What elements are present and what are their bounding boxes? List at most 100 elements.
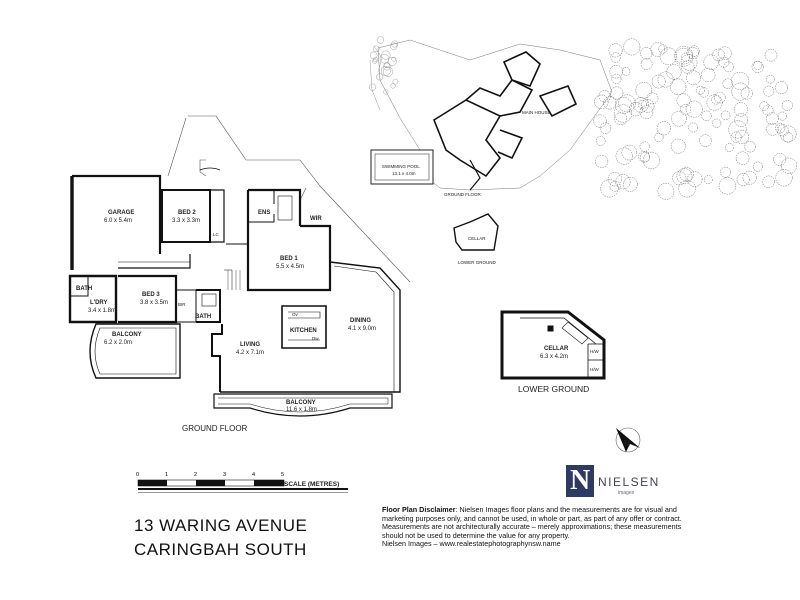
tree-icon (740, 87, 753, 100)
site-plan (369, 39, 613, 191)
bath1-label: BATH (76, 286, 92, 292)
garage-dim: 6.0 x 5.4m (104, 218, 132, 224)
disclaimer-title: Floor Plan Disclaimer (382, 505, 456, 514)
tree-icon (686, 46, 699, 60)
shrub-icon (372, 58, 378, 64)
bir-label: BIR (178, 302, 186, 307)
lower-ground-title: LOWER GROUND (518, 384, 589, 394)
bed1-dim: 5.5 x 4.5m (276, 264, 304, 270)
shrub-icon (370, 51, 378, 60)
garage-label: GARAGE (108, 210, 134, 216)
tree-icon (701, 110, 712, 121)
north-arrow-icon: N (615, 427, 641, 453)
tree-icon (775, 123, 786, 134)
site-trees (369, 36, 798, 200)
tree-icon (728, 120, 747, 139)
tree-icon (731, 71, 750, 91)
tree-icon (718, 46, 732, 60)
tree-icon (753, 60, 763, 70)
tree-icon (751, 60, 764, 73)
tree-icon (618, 94, 636, 113)
tree-icon (594, 94, 609, 110)
shrub-icon (376, 73, 384, 81)
bed1-label: BED 1 (280, 256, 298, 262)
svg-text:N: N (624, 439, 630, 448)
tree-icon (609, 65, 623, 79)
hw2-label: H/W (590, 367, 600, 372)
pool-dim: 13.1 x 4.0m (392, 171, 416, 176)
nielsen-logo: N NIELSEN images (558, 463, 668, 501)
ens-label: ENS (258, 210, 270, 216)
tree-icon (736, 173, 750, 186)
floor-plan-disclaimer: Floor Plan Disclaimer: Nielsen Images fl… (382, 505, 682, 549)
shrub-icon (381, 50, 391, 60)
tree-icon (775, 169, 793, 187)
tree-icon (640, 99, 655, 113)
tree-icon (621, 67, 631, 76)
tree-icon (714, 91, 726, 104)
kitchen-label: KITCHEN (290, 328, 317, 334)
tree-icon (672, 171, 687, 186)
cellar-dim: 6.3 x 4.2m (540, 354, 568, 360)
tree-icon (765, 74, 775, 84)
shrub-icon (391, 40, 399, 48)
tree-icon (615, 174, 631, 190)
shrub-icon (380, 66, 391, 76)
tree-icon (678, 180, 696, 198)
shrub-icon (369, 83, 377, 91)
bed2-dim: 3.3 x 3.3m (172, 218, 200, 224)
tree-icon (762, 175, 775, 188)
balcony2-label: BALCONY (286, 400, 316, 406)
tree-icon (699, 134, 712, 147)
logo-sub: images (618, 490, 635, 496)
scale-tick-label: 2 (194, 472, 197, 478)
tree-icon (609, 180, 621, 192)
tree-icon (725, 143, 734, 152)
tree-icon (730, 131, 742, 143)
pool-label: SWIMMING POOL (382, 164, 420, 169)
lower-ground-plan (500, 310, 606, 380)
bed3-label: BED 3 (142, 292, 160, 298)
tree-icon (776, 124, 789, 137)
lc-label: LC (213, 232, 220, 237)
tree-icon (734, 129, 750, 144)
logo-text: NIELSEN (598, 475, 660, 489)
tree-icon (681, 52, 691, 62)
ldry-dim: 3.4 x 1.8m (88, 308, 116, 314)
hw1-label: H/W (590, 349, 600, 354)
tree-icon (657, 182, 675, 200)
tree-icon (781, 100, 793, 111)
tree-icon (639, 141, 650, 152)
shrub-icon (383, 89, 389, 95)
scale-bar (137, 479, 348, 493)
tree-icon (595, 154, 609, 168)
shrub-icon (391, 56, 397, 62)
balcony1-dim: 6.2 x 2.0m (104, 340, 132, 346)
logo-mark-icon: N (566, 465, 594, 497)
tree-icon (720, 110, 731, 121)
ground-floor-title: GROUND FLOOR (182, 424, 248, 433)
tree-icon (610, 52, 621, 63)
tree-icon (720, 166, 731, 178)
tree-icon (764, 48, 778, 62)
tree-icon (628, 102, 643, 117)
tree-icon (733, 102, 748, 117)
tree-icon (744, 141, 756, 153)
tree-icon (718, 177, 737, 195)
tree-icon (610, 86, 624, 100)
shrub-icon (390, 83, 396, 89)
tree-icon (698, 87, 709, 98)
tree-icon (687, 171, 703, 187)
tree-icon (650, 42, 666, 57)
tree-icon (766, 123, 779, 136)
swimming-pool (370, 149, 434, 185)
shrub-icon (373, 45, 380, 52)
tree-icon (623, 38, 641, 56)
tree-icon (712, 48, 725, 62)
tree-icon (722, 78, 733, 89)
tree-icon (666, 64, 682, 80)
tree-icon (614, 112, 628, 126)
site-ground-floor-label: GROUND FLOOR (444, 192, 482, 197)
balcony1-label: BALCONY (112, 332, 142, 338)
